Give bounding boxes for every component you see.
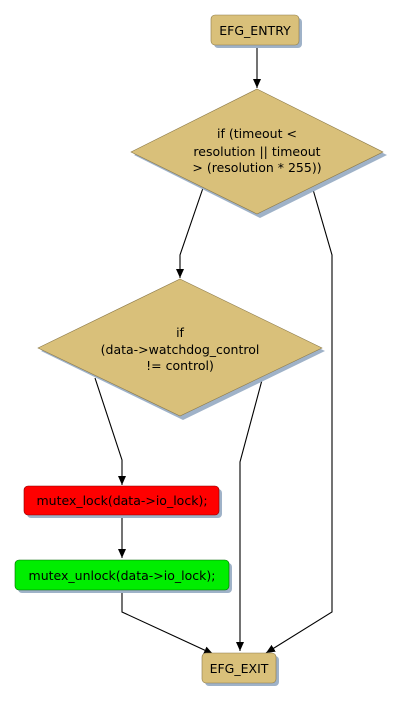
watchdog-decision-node: if (data->watchdog_control != control) xyxy=(37,278,325,420)
entry-node: EFG_ENTRY xyxy=(210,14,302,48)
entry-node-box xyxy=(210,14,300,46)
mutex-lock-node: mutex_lock(data->io_lock); xyxy=(23,485,222,518)
mutex-unlock-label: mutex_unlock(data->io_lock); xyxy=(29,568,216,583)
watchdog-decision-line-3: != control) xyxy=(146,358,214,373)
mutex-lock-label: mutex_lock(data->io_lock); xyxy=(36,493,207,508)
edge-timeout-to-exit xyxy=(265,185,333,654)
watchdog-decision-diamond xyxy=(37,278,323,417)
edge-watchdog-to-exit xyxy=(236,379,263,651)
mutex-unlock-node: mutex_unlock(data->io_lock); xyxy=(14,559,232,593)
exit-node-box xyxy=(201,652,277,684)
mutex-unlock-box xyxy=(14,559,230,591)
edge-unlock-to-exit xyxy=(121,591,214,655)
edge-watchdog-to-lock xyxy=(94,377,126,485)
exit-node: EFG_EXIT xyxy=(201,652,279,686)
timeout-decision-line-1: if (timeout < xyxy=(217,126,297,141)
entry-node-label: EFG_ENTRY xyxy=(219,23,291,38)
watchdog-decision-line-2: (data->watchdog_control xyxy=(101,342,260,357)
watchdog-decision-line-1: if xyxy=(176,325,184,340)
mutex-lock-box xyxy=(23,485,220,516)
edges xyxy=(94,46,333,655)
timeout-decision-diamond xyxy=(130,88,384,215)
timeout-decision-line-2: resolution || timeout xyxy=(193,144,320,159)
edge-timeout-to-watchdog xyxy=(176,187,204,278)
timeout-decision-node: if (timeout < resolution || timeout > (r… xyxy=(130,88,387,218)
timeout-decision-line-3: > (resolution * 255)) xyxy=(192,160,321,175)
exit-node-label: EFG_EXIT xyxy=(210,661,269,676)
